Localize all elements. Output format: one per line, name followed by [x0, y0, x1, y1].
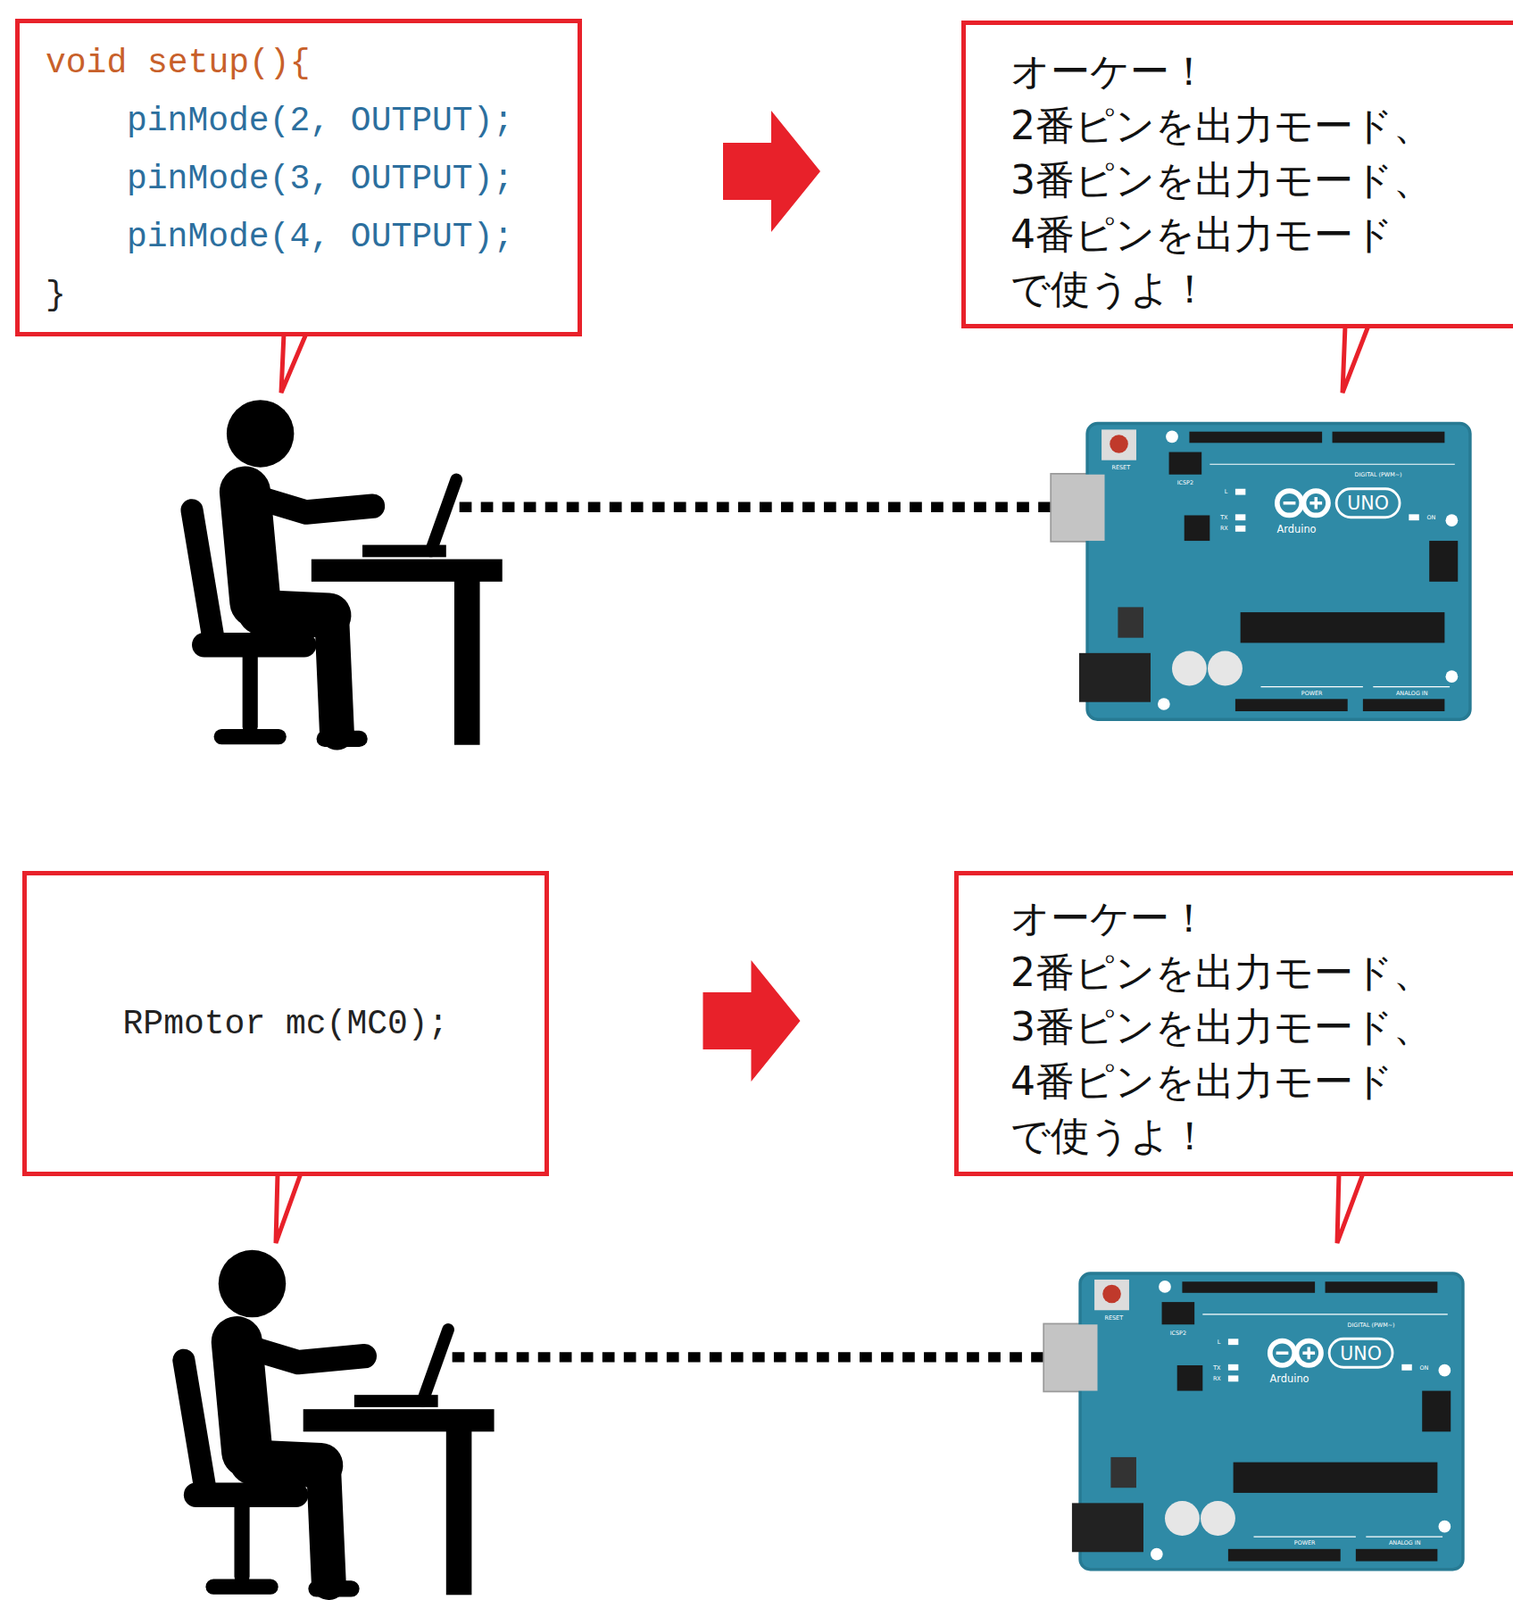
- reply-line: で使うよ！: [1010, 1108, 1513, 1164]
- silkscreen-label: L: [1224, 489, 1229, 495]
- silkscreen-label: POWER: [1301, 689, 1323, 696]
- speech-bubble: オーケー！2番ピンを出力モード、3番ピンを出力モード、4番ピンを出力モードで使う…: [961, 20, 1513, 329]
- silkscreen-label: POWER: [1294, 1540, 1316, 1547]
- speech-bubble: void setup(){pinMode(2, OUTPUT);pinMode(…: [15, 18, 582, 337]
- silkscreen-label: TX: [1213, 1364, 1221, 1371]
- bubble-tail: [275, 1173, 301, 1244]
- reply-line: 2番ピンを出力モード、: [1010, 98, 1513, 153]
- reply-line: で使うよ！: [1010, 261, 1513, 316]
- reply-line: オーケー！: [1010, 43, 1513, 99]
- reply-line: 3番ピンを出力モード、: [1010, 999, 1513, 1055]
- silkscreen-label: ICSP2: [1177, 480, 1194, 486]
- silkscreen-label: ON: [1427, 515, 1437, 521]
- code-line: void setup(){: [45, 33, 578, 92]
- reply-line: 4番ピンを出力モード: [1010, 1054, 1513, 1109]
- code-line: pinMode(3, OUTPUT);: [45, 149, 578, 208]
- silkscreen-label: DIGITAL (PWM~): [1346, 1321, 1395, 1328]
- text-group: オーケー！2番ピンを出力モード、3番ピンを出力モード、4番ピンを出力モードで使う…: [1010, 890, 1513, 1164]
- silkscreen-label: RESET: [1105, 1314, 1123, 1321]
- text-group: void setup(){pinMode(2, OUTPUT);pinMode(…: [45, 33, 578, 325]
- silkscreen-label: ANALOG IN: [1388, 1540, 1422, 1547]
- bubble-tail: [1337, 1173, 1364, 1244]
- code-line: RPmotor mc(MC0);: [123, 995, 449, 1054]
- silkscreen-label: ON: [1420, 1364, 1430, 1371]
- silkscreen-label: TX: [1220, 515, 1228, 521]
- reply-line: 4番ピンを出力モード: [1010, 207, 1513, 262]
- speech-bubble: オーケー！2番ピンを出力モード、3番ピンを出力モード、4番ピンを出力モードで使う…: [954, 871, 1513, 1177]
- board-brand: Arduino: [1276, 524, 1316, 535]
- reply-line: オーケー！: [1010, 890, 1513, 946]
- code-line: pinMode(4, OUTPUT);: [45, 207, 578, 267]
- reply-line: 3番ピンを出力モード、: [1010, 152, 1513, 208]
- board-model: UNO: [1346, 494, 1389, 514]
- arduino-board: [1044, 1273, 1464, 1571]
- arduino-board: [1051, 423, 1471, 721]
- usb-cable: [452, 1352, 1044, 1363]
- silkscreen-label: ICSP2: [1170, 1330, 1187, 1337]
- silkscreen-label: DIGITAL (PWM~): [1354, 472, 1402, 478]
- usb-cable: [459, 502, 1052, 513]
- code-line: }: [45, 266, 578, 325]
- silkscreen-label: RX: [1220, 525, 1229, 532]
- silkscreen-label: ANALOG IN: [1396, 689, 1429, 696]
- reply-line: 2番ピンを出力モード、: [1010, 945, 1513, 1000]
- speech-bubble: RPmotor mc(MC0);: [22, 871, 549, 1177]
- text-group: オーケー！2番ピンを出力モード、3番ピンを出力モード、4番ピンを出力モードで使う…: [1010, 43, 1513, 316]
- text-group: RPmotor mc(MC0);: [123, 995, 449, 1054]
- person-icon: [183, 1250, 495, 1597]
- block-arrow: [723, 110, 821, 233]
- silkscreen-label: RESET: [1112, 465, 1131, 471]
- silkscreen-label: RX: [1213, 1376, 1222, 1382]
- code-line: pinMode(2, OUTPUT);: [45, 91, 578, 150]
- silkscreen-label: L: [1217, 1339, 1222, 1346]
- board-model: UNO: [1339, 1344, 1382, 1364]
- bubble-tail: [1342, 325, 1369, 393]
- board-brand: Arduino: [1269, 1375, 1309, 1386]
- bubble-tail: [281, 333, 307, 393]
- block-arrow: [703, 960, 801, 1082]
- person-icon: [191, 399, 503, 746]
